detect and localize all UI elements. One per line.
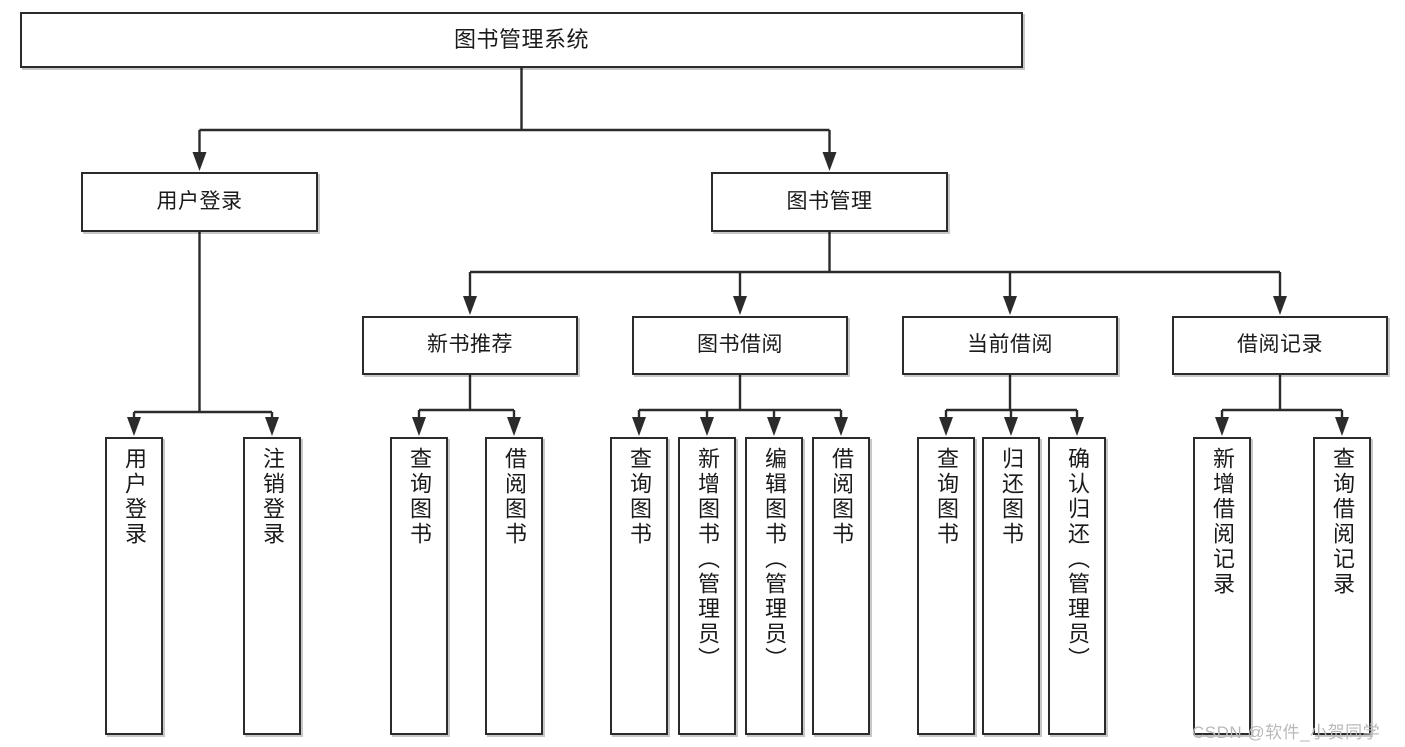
node-l3a1[interactable]: 用户登录 [105,437,163,735]
arrowhead-l3b1 [412,417,426,436]
node-l3d2[interactable]: 归还图书 [982,437,1040,735]
node-label: 新增图书（管理员） [695,447,720,672]
arrowhead-l3d3 [1070,417,1084,436]
node-l2d[interactable]: 借阅记录 [1172,316,1388,375]
node-l3c2[interactable]: 新增图书（管理员） [678,437,736,735]
arrowhead-l3c2 [700,417,714,436]
node-label: 新增借阅记录 [1210,447,1235,597]
arrowhead-l3a2 [265,417,279,436]
node-l3c1[interactable]: 查询图书 [610,437,668,735]
node-l3c4[interactable]: 借阅图书 [812,437,870,735]
arrowhead-l2b [733,296,747,315]
node-label: 当前借阅 [967,333,1053,357]
arrowhead-l2d [1273,296,1287,315]
node-label: 借阅图书 [829,447,854,547]
arrowhead-l1b [822,152,837,171]
node-l3a2[interactable]: 注销登录 [243,437,301,735]
node-l1b[interactable]: 图书管理 [711,172,948,232]
node-root[interactable]: 图书管理系统 [20,12,1023,68]
node-l3e1[interactable]: 新增借阅记录 [1193,437,1251,735]
node-l3d3[interactable]: 确认归还（管理员） [1048,437,1106,735]
arrowhead-l2a [463,296,477,315]
node-label: 借阅记录 [1237,333,1323,357]
node-label: 查询借阅记录 [1330,447,1355,597]
node-l3e2[interactable]: 查询借阅记录 [1313,437,1371,735]
arrowhead-l3c4 [834,417,848,436]
node-l2a[interactable]: 新书推荐 [362,316,578,375]
arrowhead-l3d1 [939,417,953,436]
arrowhead-l3e1 [1215,417,1229,436]
node-label: 图书管理 [786,189,873,213]
node-label: 归还图书 [999,447,1024,547]
node-label: 查询图书 [934,447,959,547]
arrowhead-l3b2 [507,417,521,436]
node-label: 用户登录 [156,189,243,213]
arrowhead-l2c [1003,296,1017,315]
node-label: 查询图书 [627,447,652,547]
node-label: 查询图书 [407,447,432,547]
node-label: 新书推荐 [427,333,513,357]
node-l3b1[interactable]: 查询图书 [390,437,448,735]
watermark-label: CSDN @软件_小贺同学 [1192,723,1381,742]
node-l3b2[interactable]: 借阅图书 [485,437,543,735]
node-label: 用户登录 [122,447,147,547]
arrowhead-l3c3 [767,417,781,436]
node-label: 图书管理系统 [453,27,589,53]
arrowhead-l3e2 [1335,417,1349,436]
node-label: 借阅图书 [502,447,527,547]
node-l3d1[interactable]: 查询图书 [917,437,975,735]
node-l3c3[interactable]: 编辑图书（管理员） [745,437,803,735]
node-label: 确认归还（管理员） [1065,447,1090,672]
node-label: 图书借阅 [697,333,783,357]
arrowhead-l3d2 [1004,417,1018,436]
arrowhead-l1a [192,152,207,171]
arrowhead-l3a1 [127,417,141,436]
node-l2b[interactable]: 图书借阅 [632,316,848,375]
node-l2c[interactable]: 当前借阅 [902,316,1118,375]
node-label: 编辑图书（管理员） [762,447,787,672]
node-l1a[interactable]: 用户登录 [81,172,318,232]
arrowhead-l3c1 [632,417,646,436]
node-label: 注销登录 [260,447,285,547]
